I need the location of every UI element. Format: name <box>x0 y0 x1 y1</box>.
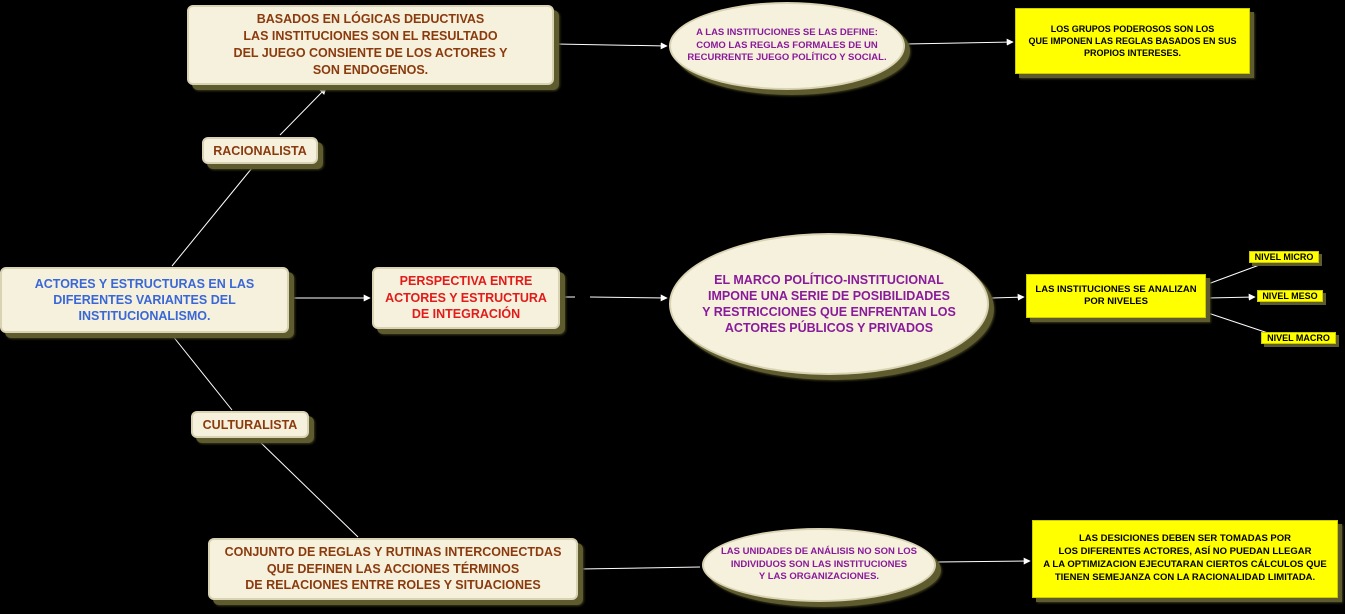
link-niveles-macro <box>1207 312 1269 334</box>
link-perspectiva-marco-b <box>589 294 668 302</box>
link-niveles-micro <box>1207 263 1263 285</box>
marco-oval[interactable]: EL MARCO POLÍTICO-INSTITUCIONAL IMPONE U… <box>669 233 989 375</box>
perspectiva-box[interactable]: PERSPECTIVA ENTRE ACTORES Y ESTRUCTURA D… <box>372 267 560 329</box>
nivel-macro-tag[interactable]: NIVEL MACRO <box>1261 332 1336 344</box>
nivel-meso-tag[interactable]: NIVEL MESO <box>1257 290 1323 302</box>
link-niveles-meso <box>1207 293 1256 301</box>
conjunto-box[interactable]: CONJUNTO DE REGLAS Y RUTINAS INTERCONECT… <box>208 538 578 600</box>
nivel-micro-tag[interactable]: NIVEL MICRO <box>1249 251 1319 263</box>
link-unidades-desiciones <box>937 557 1031 565</box>
racionalista-box[interactable]: RACIONALISTA <box>202 137 318 164</box>
unidades-oval[interactable]: LAS UNIDADES DE ANÁLISIS NO SON LOS INDI… <box>702 528 936 602</box>
link-main-racionalista <box>171 167 253 267</box>
link-conjunto-unidades <box>579 566 701 570</box>
link-marco-niveles <box>991 293 1025 301</box>
basados-box[interactable]: BASADOS EN LÓGICAS DEDUCTIVAS LAS INSTIT… <box>187 5 554 85</box>
link-define-grupos <box>905 38 1014 46</box>
grupos-box[interactable]: LOS GRUPOS PODEROSOS SON LOS QUE IMPONEN… <box>1015 8 1250 74</box>
link-racionalista-basados <box>279 87 327 136</box>
niveles-box[interactable]: LAS INSTITUCIONES SE ANALIZAN POR NIVELE… <box>1026 274 1206 318</box>
desiciones-box[interactable]: LAS DESICIONES DEBEN SER TOMADAS POR LOS… <box>1032 520 1338 598</box>
main-concept-box[interactable]: ACTORES Y ESTRUCTURAS EN LAS DIFERENTES … <box>0 267 289 333</box>
link-culturalista-conjunto <box>257 439 359 538</box>
culturalista-box[interactable]: CULTURALISTA <box>191 411 309 438</box>
define-oval[interactable]: A LAS INSTITUCIONES SE LAS DEFINE: COMO … <box>669 2 905 90</box>
link-basados-define <box>555 42 668 50</box>
link-main-culturalista <box>171 334 233 411</box>
